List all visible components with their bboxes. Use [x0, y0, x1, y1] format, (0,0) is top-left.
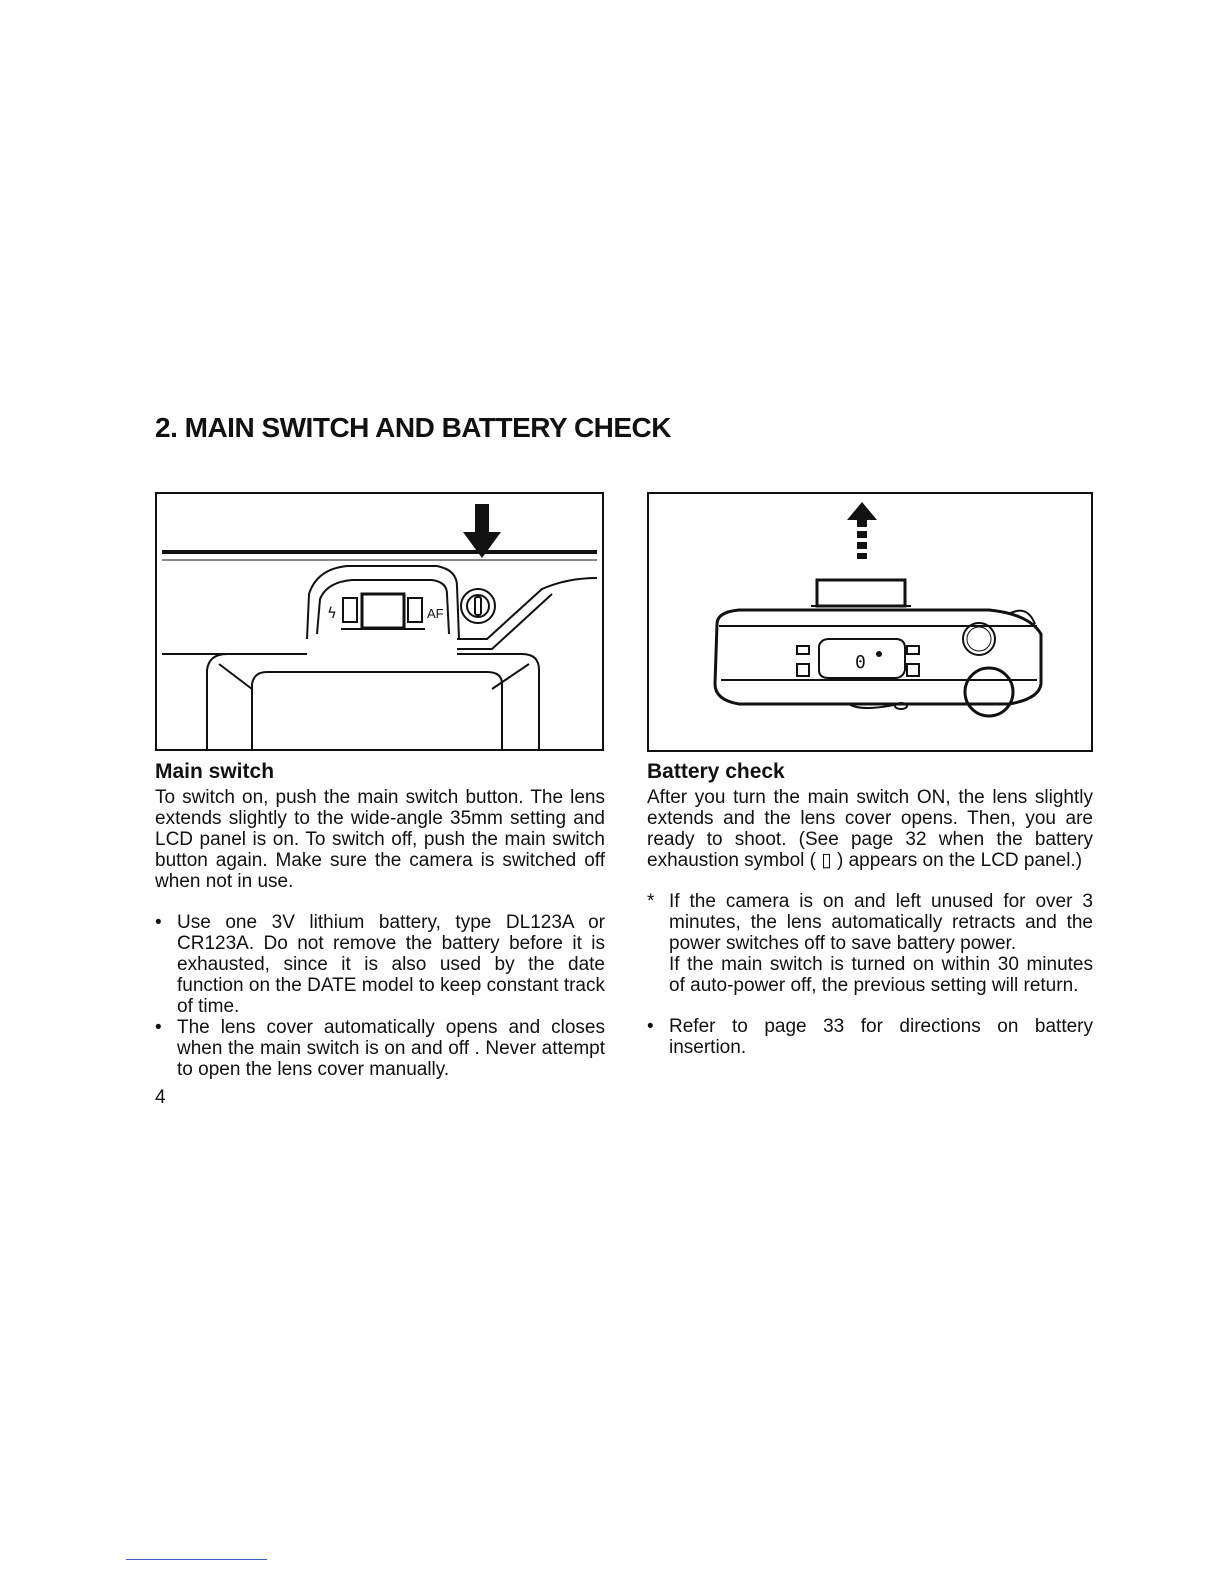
arrow-up-icon [847, 502, 877, 559]
main-switch-section: Main switch To switch on, push the main … [155, 759, 605, 1080]
main-switch-bullets: • Use one 3V lithium battery, type DL123… [155, 912, 605, 1080]
af-label: AF [427, 606, 444, 621]
note-text: Refer to page 33 for directions on batte… [669, 1016, 1093, 1058]
asterisk-marker: * [647, 891, 655, 912]
main-switch-body: To switch on, push the main switch butto… [155, 787, 605, 892]
arrow-down-icon [463, 504, 501, 558]
list-item: • Use one 3V lithium battery, type DL123… [155, 912, 605, 1017]
bullet-text: Use one 3V lithium battery, type DL123A … [177, 912, 605, 1017]
footer-rule [126, 1559, 267, 1560]
camera-top-drawing: ϟ AF [162, 504, 598, 749]
list-item: • Refer to page 33 for directions on bat… [647, 1016, 1093, 1058]
list-item: • The lens cover automatically opens and… [155, 1017, 605, 1080]
main-switch-heading: Main switch [155, 760, 275, 783]
page-number: 4 [155, 1087, 166, 1108]
note-text-continued: If the main switch is turned on within 3… [669, 954, 1093, 996]
list-item: * If the camera is on and left unused fo… [647, 891, 1093, 996]
flash-icon: ϟ [327, 604, 337, 622]
bullet-text: The lens cover automatically opens and c… [177, 1017, 605, 1080]
svg-text:0: 0 [855, 652, 866, 673]
battery-check-section: Battery check After you turn the main sw… [647, 759, 1093, 1058]
bullet-marker: • [155, 1017, 162, 1038]
page-title: 2. MAIN SWITCH AND BATTERY CHECK [155, 412, 672, 443]
camera-front-drawing: 0 [713, 502, 1043, 718]
main-switch-illustration: ϟ AF [155, 492, 604, 751]
note-text: If the camera is on and left unused for … [669, 891, 1093, 954]
battery-check-illustration: 0 [647, 492, 1093, 752]
battery-check-notes: * If the camera is on and left unused fo… [647, 891, 1093, 1058]
battery-check-body: After you turn the main switch ON, the l… [647, 787, 1093, 871]
battery-check-heading: Battery check [647, 760, 785, 783]
bullet-marker: • [155, 912, 162, 933]
bullet-marker: • [647, 1016, 654, 1037]
